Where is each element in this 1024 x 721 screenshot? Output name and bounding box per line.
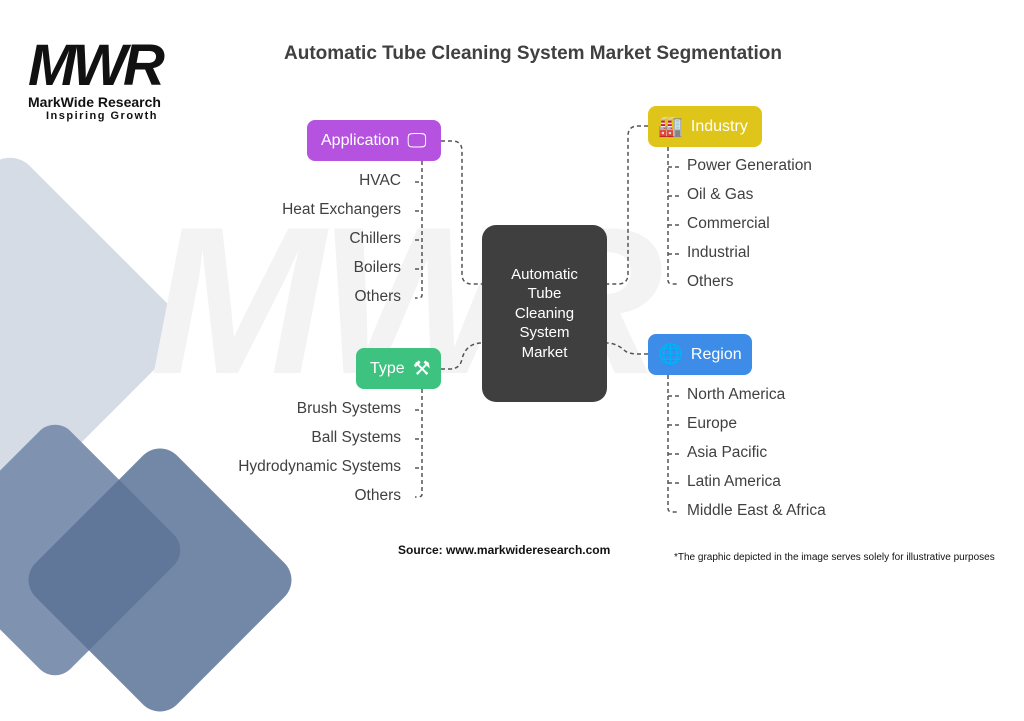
region-item: Asia Pacific	[687, 444, 768, 461]
application-item: Chillers	[349, 230, 401, 247]
type-item: Others	[354, 487, 401, 504]
region-item: Latin America	[687, 473, 781, 490]
segment-industry: 🏭 Industry	[648, 106, 762, 147]
industry-item: Oil & Gas	[687, 186, 754, 203]
segment-region: 🌐 Region	[648, 334, 752, 375]
region-item: Middle East & Africa	[687, 502, 826, 519]
segment-region-label: Region	[690, 345, 742, 363]
center-node: Automatic Tube Cleaning System Market	[482, 225, 607, 402]
center-label: Automatic Tube Cleaning System Market	[511, 265, 578, 361]
cleaning-tools-icon: ⚒	[412, 357, 431, 380]
brand-name: MarkWide Research	[28, 94, 161, 110]
industry-item: Commercial	[687, 215, 770, 232]
segment-application: Application 🖵	[307, 120, 441, 161]
region-item: Europe	[687, 415, 737, 432]
industry-item: Power Generation	[687, 157, 812, 174]
type-item: Brush Systems	[296, 400, 401, 417]
application-item: Others	[354, 288, 401, 305]
application-item: Boilers	[353, 259, 401, 276]
segment-type-label: Type	[370, 359, 405, 377]
logo-mark: MWR	[28, 33, 165, 98]
segment-application-label: Application	[321, 131, 400, 149]
brand-logo: MWR MarkWide Research Inspiring Growth	[28, 33, 188, 123]
monitor-sparkle-icon: 🖵	[407, 129, 427, 152]
industry-item: Others	[687, 273, 734, 290]
connector-lines	[415, 125, 679, 513]
segment-type: Type ⚒	[356, 348, 441, 389]
brand-tagline: Inspiring Growth	[46, 110, 158, 122]
application-item: HVAC	[359, 172, 401, 189]
globe-icon: 🌐	[658, 343, 683, 366]
page-title: Automatic Tube Cleaning System Market Se…	[284, 43, 782, 64]
region-item: North America	[687, 386, 786, 403]
factory-icon: 🏭	[658, 115, 683, 138]
industry-item: Industrial	[687, 244, 750, 261]
application-item: Heat Exchangers	[282, 201, 401, 218]
disclaimer-text: *The graphic depicted in the image serve…	[674, 552, 995, 563]
source-text: Source: www.markwideresearch.com	[398, 543, 611, 557]
type-item: Ball Systems	[311, 429, 401, 446]
segment-industry-label: Industry	[690, 117, 748, 135]
type-item: Hydrodynamic Systems	[238, 458, 401, 475]
